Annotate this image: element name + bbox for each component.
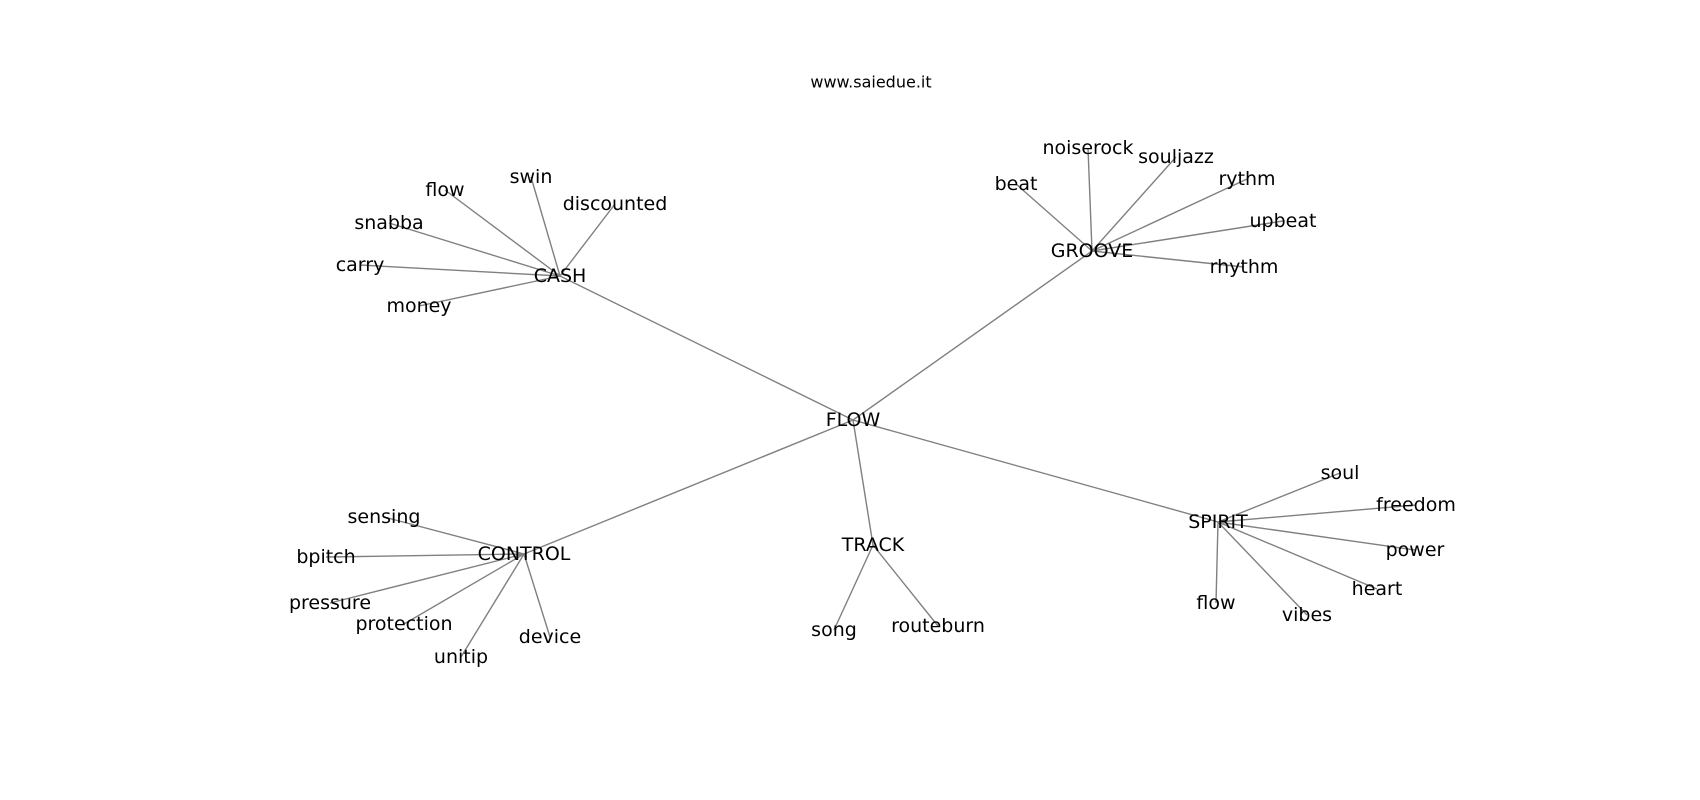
node-leaf-groove-souljazz: souljazz: [1138, 146, 1214, 168]
node-hub-track: TRACK: [841, 534, 905, 556]
edge-control-device: [523, 553, 551, 638]
edge-groove-noiserock: [1087, 147, 1093, 252]
node-leaf-control-bpitch: bpitch: [296, 546, 355, 568]
edge-control-bpitch: [325, 553, 525, 558]
edge-cash-discounted: [559, 203, 616, 277]
edge-spirit-heart: [1217, 521, 1378, 590]
edge-groove-upbeat: [1091, 220, 1284, 252]
edge-root-cash: [559, 275, 854, 421]
node-leaf-control-device: device: [519, 626, 581, 648]
node-hub-groove: GROOVE: [1051, 240, 1134, 262]
edge-cash-carry: [359, 264, 561, 277]
node-leaf-track-song: song: [811, 619, 857, 641]
node-leaf-cash-swin: swin: [510, 166, 553, 188]
node-hub-cash: CASH: [534, 265, 587, 287]
node-leaf-cash-money: money: [386, 295, 451, 317]
labels-layer: FLOW CASH swin flow discounted snabba carrymon…: [289, 137, 1456, 668]
edge-track-routeburn: [872, 544, 939, 627]
node-root: FLOW: [826, 409, 881, 431]
node-leaf-control-pressure: pressure: [289, 592, 371, 614]
edge-spirit-freedom: [1217, 504, 1417, 523]
node-leaf-groove-rhythm: rhythm: [1210, 256, 1279, 278]
node-leaf-groove-rythm: rythm: [1218, 168, 1275, 190]
edge-track-song: [833, 544, 874, 631]
node-leaf-cash-flow: flow: [425, 179, 464, 201]
edge-cash-swin: [530, 176, 561, 277]
node-leaf-groove-beat: beat: [995, 173, 1038, 195]
edge-groove-beat: [1015, 183, 1093, 252]
node-hub-spirit: SPIRIT: [1188, 511, 1248, 533]
node-leaf-cash-carry: carry: [336, 254, 385, 276]
edge-control-protection: [403, 553, 525, 625]
edge-root-control: [523, 419, 854, 555]
edge-groove-souljazz: [1091, 156, 1177, 252]
edge-groove-rythm: [1091, 178, 1248, 252]
node-leaf-spirit-freedom: freedom: [1376, 494, 1456, 516]
edge-spirit-soul: [1217, 472, 1341, 523]
node-leaf-groove-upbeat: upbeat: [1250, 210, 1317, 232]
node-leaf-spirit-vibes: vibes: [1282, 604, 1332, 626]
node-leaf-spirit-flow: flow: [1196, 592, 1235, 614]
node-leaf-control-sensing: sensing: [348, 506, 421, 528]
node-leaf-spirit-power: power: [1386, 539, 1445, 561]
node-leaf-groove-noiserock: noiserock: [1042, 137, 1133, 159]
node-leaf-control-unitip: unitip: [434, 646, 488, 668]
edge-spirit-vibes: [1217, 521, 1308, 616]
node-leaf-spirit-soul: soul: [1321, 462, 1360, 484]
node-leaf-control-protection: protection: [355, 613, 452, 635]
edge-root-track: [852, 419, 874, 546]
edge-control-unitip: [460, 553, 525, 658]
site-url-label: www.saiedue.it: [810, 73, 931, 92]
edge-root-groove: [852, 250, 1093, 421]
edge-control-sensing: [383, 516, 525, 555]
node-leaf-cash-discounted: discounted: [563, 193, 668, 215]
edges-layer: [325, 147, 1417, 658]
node-leaf-spirit-heart: heart: [1352, 578, 1403, 600]
node-leaf-cash-snabba: snabba: [354, 212, 423, 234]
edge-spirit-power: [1217, 521, 1416, 551]
edge-spirit-flow: [1215, 521, 1219, 604]
edge-groove-rhythm: [1091, 250, 1245, 268]
node-hub-control: CONTROL: [478, 543, 571, 565]
edge-control-pressure: [329, 553, 525, 604]
edge-root-spirit: [852, 419, 1219, 523]
node-leaf-track-routeburn: routeburn: [891, 615, 985, 637]
edge-cash-flow: [444, 189, 561, 277]
edge-cash-money: [418, 275, 561, 307]
edge-cash-snabba: [388, 222, 561, 277]
